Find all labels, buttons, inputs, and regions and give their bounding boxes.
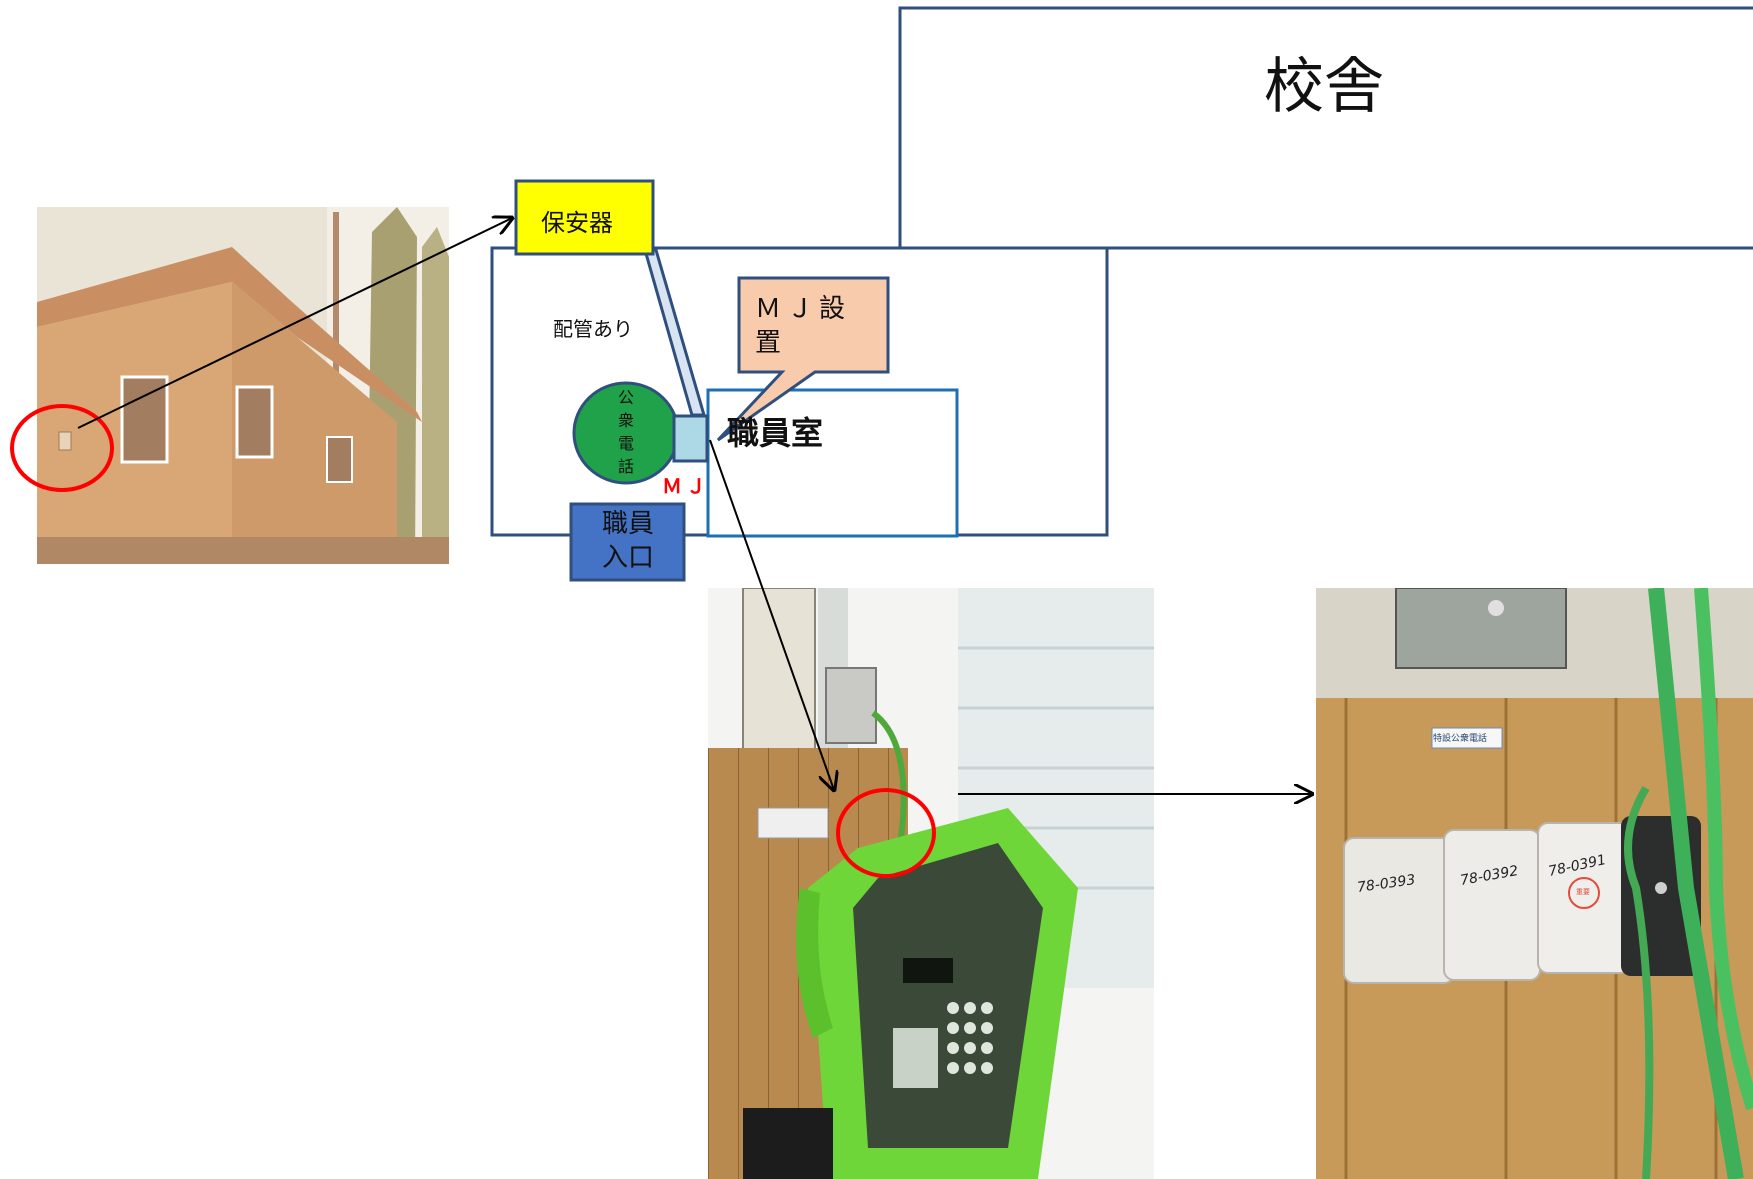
arrow-building-to-protector xyxy=(77,218,512,429)
public-phone-char-2: 衆 xyxy=(617,411,634,430)
school-building-label: 校舎 xyxy=(1264,52,1384,122)
jack-stamp: 重要 xyxy=(1576,888,1590,896)
staff-entrance-label: 職員 入口 xyxy=(573,507,683,575)
arrow-mj-to-payphone xyxy=(709,439,834,790)
building-photo xyxy=(37,207,449,564)
jacks-sticker-label: 特設公衆電話 xyxy=(1433,734,1488,744)
school-building-outline xyxy=(898,6,1753,250)
staff-entrance-line-1: 職員 xyxy=(601,509,654,539)
protector-label: 保安器 xyxy=(541,209,613,237)
public-phone-label: 公 衆 電 話 xyxy=(614,386,638,478)
staff-room-label: 職員室 xyxy=(727,414,824,452)
jacks-photo xyxy=(1316,588,1753,1179)
staff-entrance-box xyxy=(569,502,686,582)
staff-entrance-line-2: 入口 xyxy=(601,543,654,573)
mj-label: ＭＪ xyxy=(662,474,710,498)
payphone-photo xyxy=(708,588,1154,1179)
mj-install-callout xyxy=(716,276,890,442)
piping-label: 配管あり xyxy=(553,317,633,341)
mj-box xyxy=(672,414,709,463)
jack-highlight-circle xyxy=(836,788,936,878)
public-phone-char-3: 電 xyxy=(617,434,634,453)
protector-box xyxy=(514,179,655,256)
public-phone-char-4: 話 xyxy=(617,457,634,476)
building-highlight-circle xyxy=(10,404,114,492)
mj-install-callout-text: ＭＪ設置 xyxy=(755,294,852,358)
public-phone-char-1: 公 xyxy=(617,388,634,407)
